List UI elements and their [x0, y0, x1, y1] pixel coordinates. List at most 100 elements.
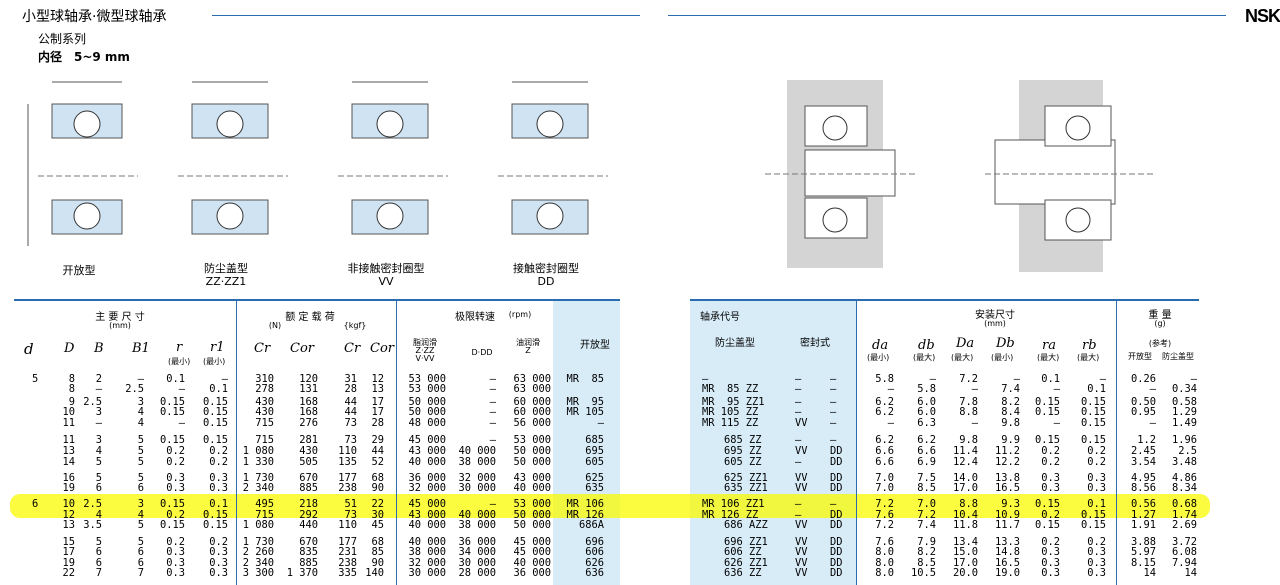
- left-cell-D: 17: [62, 546, 75, 558]
- right-cell-seal-dd: DD: [830, 445, 843, 457]
- right-cell-db: 8.5: [917, 557, 936, 569]
- header-rb: rb: [1082, 338, 1097, 353]
- right-cell-seal-dd: —: [830, 434, 837, 446]
- right-cell-rb: 0.1: [1087, 383, 1106, 395]
- left-cell-dd: —: [489, 383, 496, 395]
- right-cell-seal-vv: VV: [795, 417, 808, 429]
- left-cell-open: —: [597, 417, 604, 429]
- left-cell-grease: 32 000: [408, 482, 446, 494]
- right-cell-code: 626 ZZ1: [724, 557, 768, 569]
- right-cell-ra: 0.3: [1041, 472, 1060, 484]
- header-db-note: (最大): [913, 353, 936, 362]
- right-cell-Da: 15.0: [952, 546, 978, 558]
- right-cell-seal-dd: DD: [830, 509, 843, 521]
- header-Db-note: (最小): [991, 353, 1014, 362]
- bearing-code-column-fill: [690, 300, 856, 585]
- left-cell-r1: 0.15: [202, 509, 228, 521]
- open-type-column-fill: [553, 300, 620, 585]
- left-cell-open: MR 126: [566, 509, 604, 521]
- header-Cor-kgf: Cor: [370, 341, 394, 356]
- header-rb-note: (最大): [1077, 353, 1100, 362]
- left-cell-Cor-kgf: 30: [371, 509, 384, 521]
- left-cell-Cor: 505: [299, 456, 318, 468]
- header-load-rating: 额 定 载 荷: [285, 312, 335, 323]
- right-cell-code: 635 ZZ1: [724, 482, 768, 494]
- left-cell-D: 11: [62, 417, 75, 429]
- left-cell-Cr-kgf: 51: [344, 498, 357, 510]
- left-cell-B1: 6: [137, 482, 144, 494]
- left-cell-r: 0.15: [159, 498, 185, 510]
- right-cell-Db: 19.0: [994, 567, 1020, 579]
- right-cell-weight-shield: 0.34: [1171, 383, 1197, 395]
- left-cell-oil: 56 000: [513, 417, 551, 429]
- right-cell-ra: —: [1053, 417, 1060, 429]
- left-cell-dd: 30 000: [458, 482, 496, 494]
- right-cell-seal-vv: —: [795, 373, 802, 385]
- left-cell-Cor: 670: [299, 536, 318, 548]
- left-cell-B1: 5: [137, 536, 144, 548]
- right-cell-Db: 9.3: [1001, 498, 1020, 510]
- right-cell-weight-shield: 8.34: [1171, 482, 1197, 494]
- figure-caption-noncontact: 非接触密封圈型: [347, 262, 425, 275]
- left-cell-D: 10: [62, 406, 75, 418]
- highlight-row-band: [10, 494, 1210, 518]
- right-cell-Da: 17.0: [952, 557, 978, 569]
- left-cell-B: 6: [95, 482, 102, 494]
- left-cell-oil: 40 000: [513, 557, 551, 569]
- left-cell-dd: —: [489, 417, 496, 429]
- right-cell-Da: 20.0: [952, 567, 978, 579]
- header-grease-sub2: V·VV: [415, 354, 435, 363]
- left-cell-oil: 50 000: [513, 456, 551, 468]
- left-cell-grease: 50 000: [408, 406, 446, 418]
- left-cell-Cr-kgf: 31: [344, 373, 357, 385]
- header-rule-right: [668, 15, 1226, 16]
- header-load-n: (N): [268, 321, 282, 330]
- left-cell-oil: 50 000: [513, 509, 551, 521]
- left-cell-grease: 40 000: [408, 519, 446, 531]
- header-Da: Da: [956, 336, 975, 351]
- right-cell-weight-shield: 1.29: [1171, 406, 1197, 418]
- right-cell-Da: 8.8: [959, 498, 978, 510]
- left-cell-grease: 45 000: [408, 434, 446, 446]
- left-cell-Cor: 131: [299, 383, 318, 395]
- right-cell-Db: 7.4: [1001, 383, 1020, 395]
- left-cell-r: 0.3: [166, 567, 185, 579]
- left-cell-Cor-kgf: 17: [371, 396, 384, 408]
- right-cell-code: —: [702, 373, 709, 385]
- left-cell-D: 15: [62, 536, 75, 548]
- left-cell-grease: 40 000: [408, 536, 446, 548]
- left-cell-grease: 53 000: [408, 383, 446, 395]
- right-cell-code: 685 ZZ: [724, 434, 762, 446]
- header-rule-left: [212, 15, 640, 16]
- left-cell-Cr-kgf: 238: [338, 482, 357, 494]
- page-title: 小型球轴承·微型球轴承: [22, 9, 167, 25]
- right-cell-db: 8.5: [917, 482, 936, 494]
- left-cell-B1: 7: [137, 567, 144, 579]
- left-cell-r: 0.3: [166, 472, 185, 484]
- right-cell-Db: 8.2: [1001, 396, 1020, 408]
- right-cell-weight-shield: 1.49: [1171, 417, 1197, 429]
- left-cell-r1: 0.15: [202, 406, 228, 418]
- right-cell-Da: 11.8: [952, 519, 978, 531]
- left-cell-D: 10: [62, 498, 75, 510]
- left-cell-grease: 30 000: [408, 567, 446, 579]
- right-cell-code: 686 AZZ: [724, 519, 768, 531]
- header-weight-ref: (参考): [1148, 339, 1172, 348]
- right-cell-da: —: [887, 383, 894, 395]
- right-cell-weight-shield: 2.69: [1171, 519, 1197, 531]
- right-cell-da: 6.2: [875, 406, 894, 418]
- left-cell-r: 0.2: [166, 456, 185, 468]
- left-cell-dd: 38 000: [458, 456, 496, 468]
- left-cell-B: 5: [95, 472, 102, 484]
- header-bearing-code: 轴承代号: [700, 312, 740, 323]
- right-cell-rb: 0.3: [1087, 557, 1106, 569]
- left-cell-Cor: 218: [299, 498, 318, 510]
- left-cell-Cor-kgf: 68: [371, 536, 384, 548]
- header-shield-type: 防尘盖型: [715, 338, 755, 349]
- left-cell-D: 19: [62, 482, 75, 494]
- right-cell-da: 7.2: [875, 519, 894, 531]
- right-cell-rb: —: [1099, 373, 1106, 385]
- left-cell-grease: 32 000: [408, 557, 446, 569]
- divider-load: [236, 301, 237, 585]
- left-cell-Cor-kgf: 29: [371, 434, 384, 446]
